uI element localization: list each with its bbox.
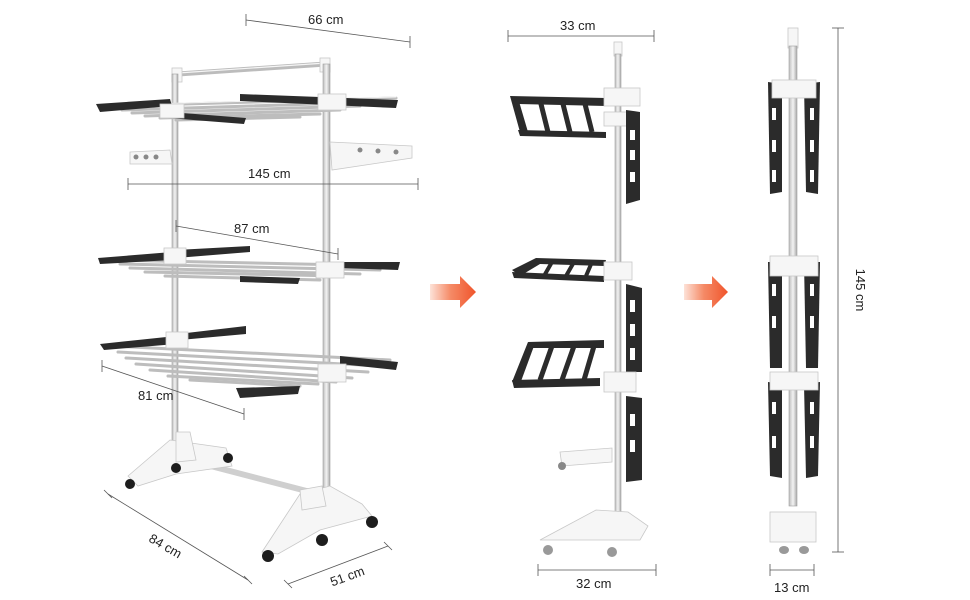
dim-label: 81 cm: [138, 388, 173, 403]
dim-label: 87 cm: [234, 221, 269, 236]
top-shelf: [96, 93, 398, 124]
dim-label: 66 cm: [308, 12, 343, 27]
rack-base: [125, 431, 378, 562]
dim-label: 32 cm: [576, 576, 611, 591]
dim-51-cm: 51 cm: [283, 541, 393, 589]
middle-shelf: [98, 246, 400, 284]
dim-32-cm: 32 cm: [537, 564, 657, 591]
dim-13-cm: 13 cm: [769, 564, 815, 595]
unfolded-rack: 66 cm 145 cm 87 cm 81 cm 84 cm: [96, 12, 419, 589]
dim-145-cm-right: 145 cm: [832, 27, 868, 553]
folded-bottom-shelf: [512, 340, 642, 482]
dim-84-cm: 84 cm: [103, 489, 253, 585]
dim-label: 84 cm: [146, 531, 184, 562]
dim-label: 145 cm: [248, 166, 291, 181]
fully-folded-rack: 145 cm 13 cm: [768, 27, 868, 595]
dim-81-cm: 81 cm: [101, 360, 245, 420]
dim-66-cm: 66 cm: [245, 12, 411, 48]
folded-middle-shelf: [512, 258, 642, 372]
folded-top-shelf: [510, 87, 641, 204]
dim-33-cm: 33 cm: [507, 18, 655, 42]
dim-145-cm-left: 145 cm: [127, 166, 419, 190]
dim-87-cm: 87 cm: [175, 220, 339, 260]
dim-label: 13 cm: [774, 580, 809, 595]
folded-wings-rack: 33 cm 32 cm: [507, 18, 657, 591]
arrow-right-icon: [684, 276, 728, 308]
dim-label: 33 cm: [560, 18, 595, 33]
dim-label: 145 cm: [853, 269, 868, 312]
dim-label: 51 cm: [328, 563, 366, 589]
arrow-right-icon: [430, 276, 476, 308]
bottom-shelf: [100, 326, 398, 398]
